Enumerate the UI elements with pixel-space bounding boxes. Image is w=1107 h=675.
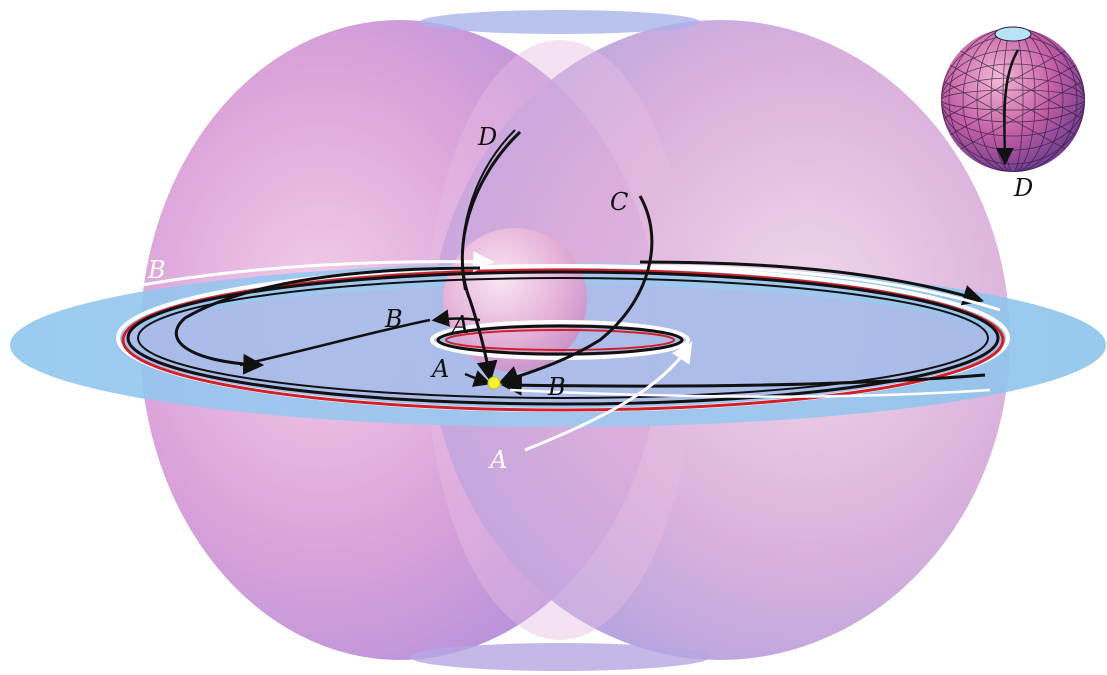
label-d-inset: D [1013, 174, 1033, 202]
label-b-mid: B [547, 373, 566, 401]
label-a-inner-top: A [450, 311, 469, 339]
label-c: C [610, 188, 628, 216]
label-d-top: D [477, 123, 497, 151]
label-b-left-outer: B [147, 256, 166, 284]
label-a-bottom: A [488, 446, 507, 474]
label-b-inner: B [384, 305, 403, 333]
fixed-point [488, 377, 500, 389]
inset-sphere [941, 27, 1085, 172]
label-a-inner-mid: A [430, 355, 449, 383]
